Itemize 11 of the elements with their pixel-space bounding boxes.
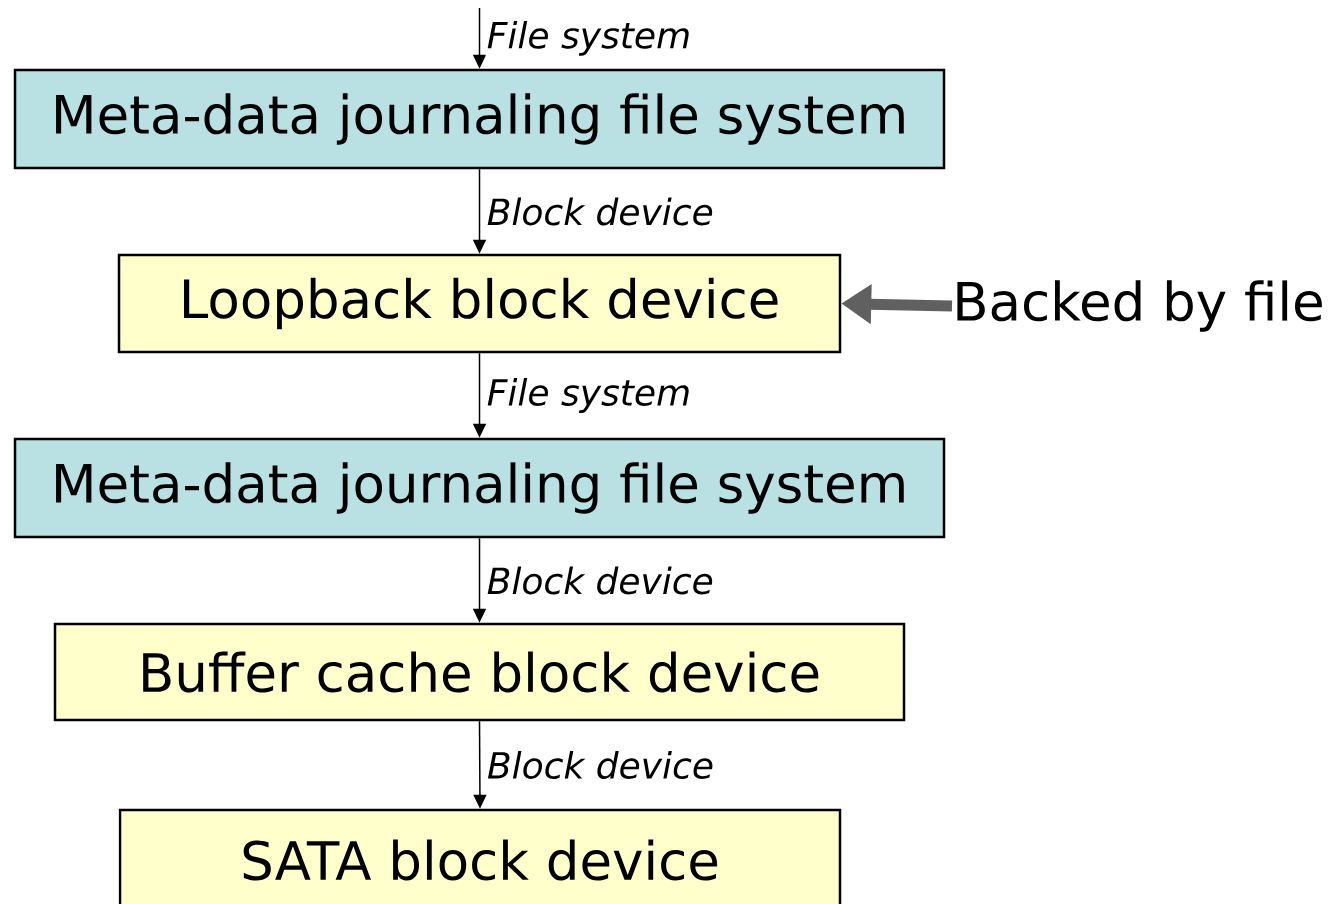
note-text: Backed by file [957,280,1322,332]
layer-box: SATA block device [118,808,842,904]
edge-label: Block device [485,750,715,780]
edge-label: File system [485,19,693,57]
edge-label: Block device [485,565,715,596]
edge-label: Block device [485,196,715,227]
layer-box: Buffer cache block device [53,622,906,722]
layer-box: Meta-data journaling file system [13,437,946,539]
edge-label: File system [485,377,693,414]
layer-box: Loopback block device [117,253,842,354]
layer-box: Meta-data journaling file system [13,68,946,170]
